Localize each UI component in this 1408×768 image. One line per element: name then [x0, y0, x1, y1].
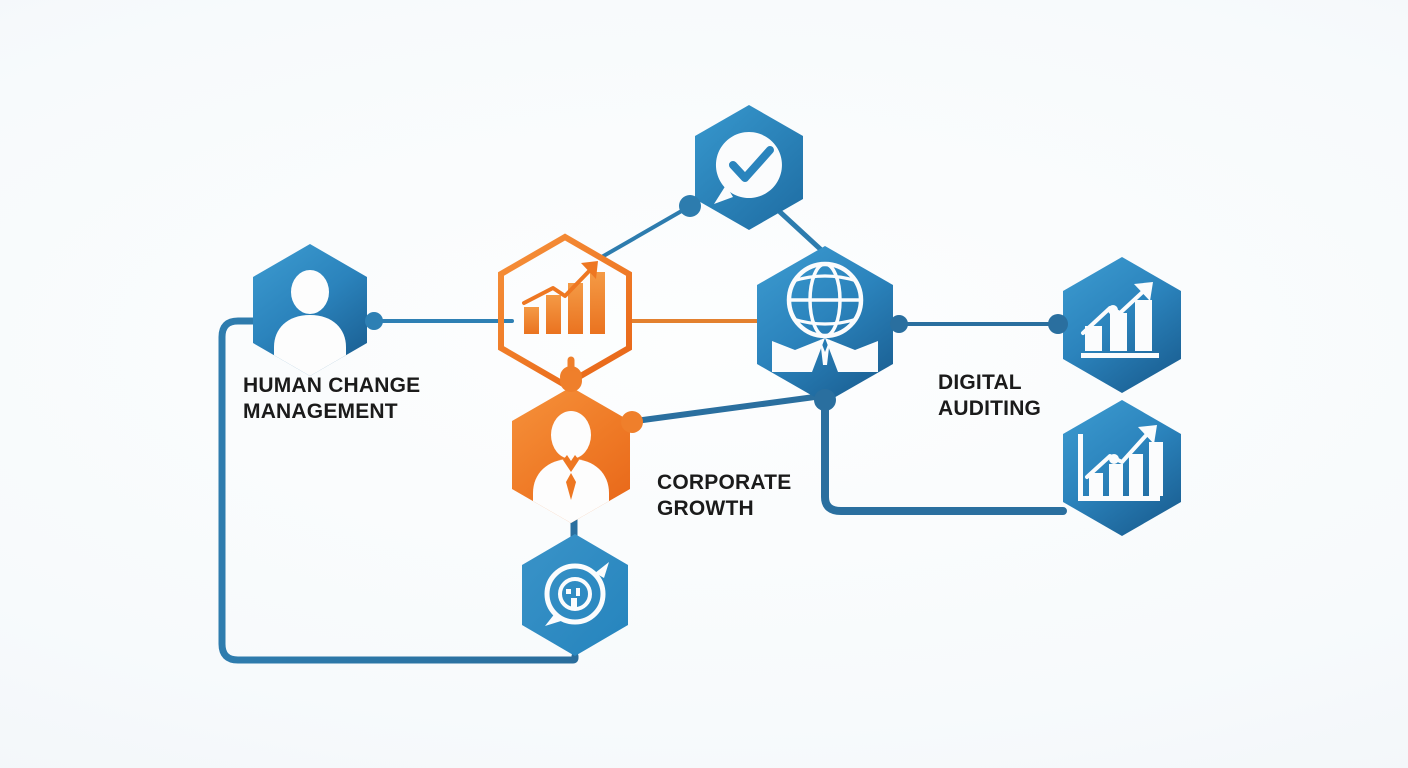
node-analytics-cycle[interactable] [522, 534, 628, 656]
person-icon [274, 270, 346, 376]
connector-layer [218, 203, 1067, 664]
connector-knob-left [1048, 314, 1068, 334]
connector-knob-bottom [814, 389, 836, 411]
bar-chart-axis-icon [1078, 425, 1163, 501]
connector-knob-right [621, 411, 643, 433]
globe-person-icon [772, 261, 878, 372]
node-verified-feedback[interactable] [679, 105, 803, 230]
connector-corporate-to-global [625, 393, 825, 425]
node-growth-chart-outline[interactable] [498, 233, 632, 389]
node-audit-chart-bottom[interactable] [1063, 400, 1181, 536]
node-audit-chart-top[interactable] [1048, 257, 1181, 393]
tie-detail [563, 455, 579, 500]
hexagon-shape [522, 534, 628, 656]
target-chat-icon [544, 562, 609, 626]
connector-knob-top [560, 370, 582, 392]
connector-feedback-to-growth [598, 203, 694, 260]
chat-check-icon [714, 132, 782, 204]
connector-knob-right [890, 315, 908, 333]
connector-knob-left [679, 195, 701, 217]
node-human-resource[interactable] [253, 244, 383, 376]
node-corporate-person[interactable] [512, 370, 643, 523]
node-global-business[interactable] [757, 246, 908, 411]
connector-cycle-to-human-loop [218, 317, 579, 664]
connector-knob-left [365, 312, 383, 330]
hexagon-shape [498, 233, 632, 389]
bar-chart-arrow-icon [522, 261, 605, 334]
bar-chart-arrow-icon [1081, 282, 1159, 358]
connector-global-to-audit-bottom [821, 399, 1067, 515]
